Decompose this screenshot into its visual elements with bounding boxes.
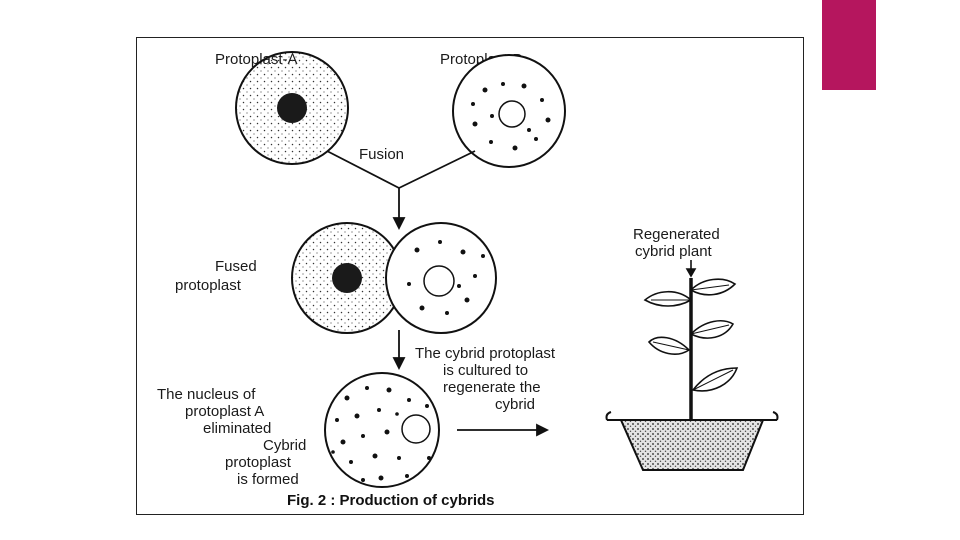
label-fusion: Fusion bbox=[359, 146, 404, 163]
label-nucleus-line6: is formed bbox=[237, 471, 299, 488]
label-nucleus-line4: Cybrid bbox=[263, 437, 306, 454]
slide-accent-bar bbox=[822, 0, 876, 90]
label-cultured-line4: cybrid bbox=[495, 396, 535, 413]
fusion-connector bbox=[326, 150, 476, 231]
label-nucleus-eliminated: The nucleus of protoplast A eliminated C… bbox=[157, 386, 306, 488]
figure-caption: Fig. 2 : Production of cybrids bbox=[287, 492, 495, 509]
figure-canvas: Protoplast-A Protoplast-B Fusion Fused p… bbox=[157, 51, 779, 509]
arrow-to-plant bbox=[457, 423, 550, 437]
label-regenerated-line1: Regenerated bbox=[633, 226, 720, 243]
arrow-down-plant bbox=[685, 260, 697, 278]
protoplast-a bbox=[235, 51, 349, 165]
arrow-down-cybrid bbox=[392, 330, 406, 371]
label-cultured-line3: regenerate the bbox=[443, 379, 541, 396]
label-nucleus-line3: eliminated bbox=[203, 420, 271, 437]
regenerated-cybrid-plant bbox=[605, 278, 779, 471]
label-fused-line2: protoplast bbox=[175, 277, 242, 294]
label-cultured-line2: is cultured to bbox=[443, 362, 528, 379]
fused-protoplast bbox=[291, 222, 497, 334]
cybrid-production-figure: Protoplast-A Protoplast-B Fusion Fused p… bbox=[136, 37, 804, 515]
cybrid-protoplast bbox=[324, 372, 440, 488]
label-cultured: The cybrid protoplast is cultured to reg… bbox=[415, 345, 556, 413]
label-cultured-line1: The cybrid protoplast bbox=[415, 345, 556, 362]
label-nucleus-line2: protoplast A bbox=[185, 403, 264, 420]
label-fused-line1: Fused bbox=[215, 258, 257, 275]
label-nucleus-line5: protoplast bbox=[225, 454, 292, 471]
label-regenerated-line2: cybrid plant bbox=[635, 243, 713, 260]
label-nucleus-line1: The nucleus of bbox=[157, 386, 256, 403]
protoplast-b bbox=[452, 54, 566, 168]
